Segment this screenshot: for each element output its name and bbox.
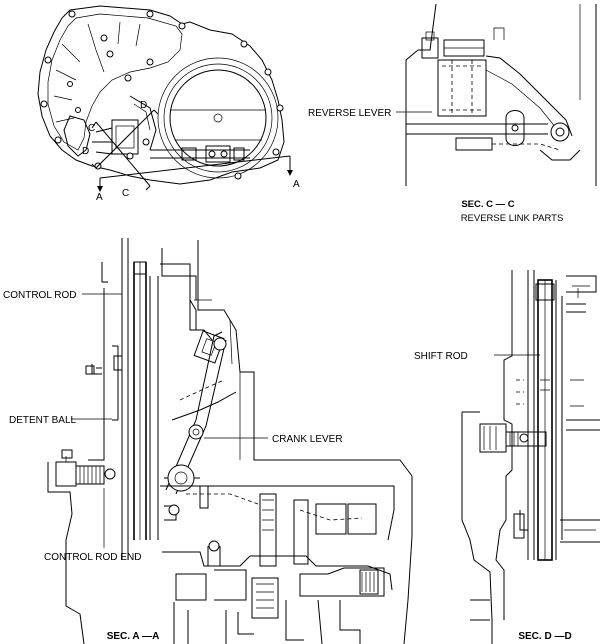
caption-sec-dd: SEC. D —D: [518, 631, 571, 642]
caption-sec-aa: SEC. A —A: [107, 631, 160, 642]
label-detent-ball: DETENT BALL: [9, 415, 76, 426]
label-shift-rod: SHIFT ROD: [414, 351, 468, 362]
label-control-rod-end: CONTROL ROD END: [44, 552, 141, 563]
section-cc-drawing: [405, 3, 597, 186]
label-reverse-lever: REVERSE LEVER: [308, 108, 391, 119]
section-mark-d-top: D: [140, 100, 147, 111]
section-mark-a-right: A: [293, 179, 300, 190]
label-control-rod: CONTROL ROD: [3, 290, 77, 301]
section-mark-c-left: C: [88, 123, 95, 134]
section-mark-a-left: A: [96, 192, 103, 203]
section-aa-drawing: [47, 238, 413, 644]
caption-sec-cc: SEC. C — C: [461, 199, 514, 210]
caption-sec-cc-sub: REVERSE LINK PARTS: [461, 213, 564, 224]
section-dd-drawing: [461, 270, 600, 644]
transaxle-overview: [37, 5, 293, 192]
section-mark-c-bottom: C: [122, 188, 129, 199]
section-mark-d-left: D: [82, 146, 89, 157]
label-crank-lever: CRANK LEVER: [272, 434, 343, 445]
